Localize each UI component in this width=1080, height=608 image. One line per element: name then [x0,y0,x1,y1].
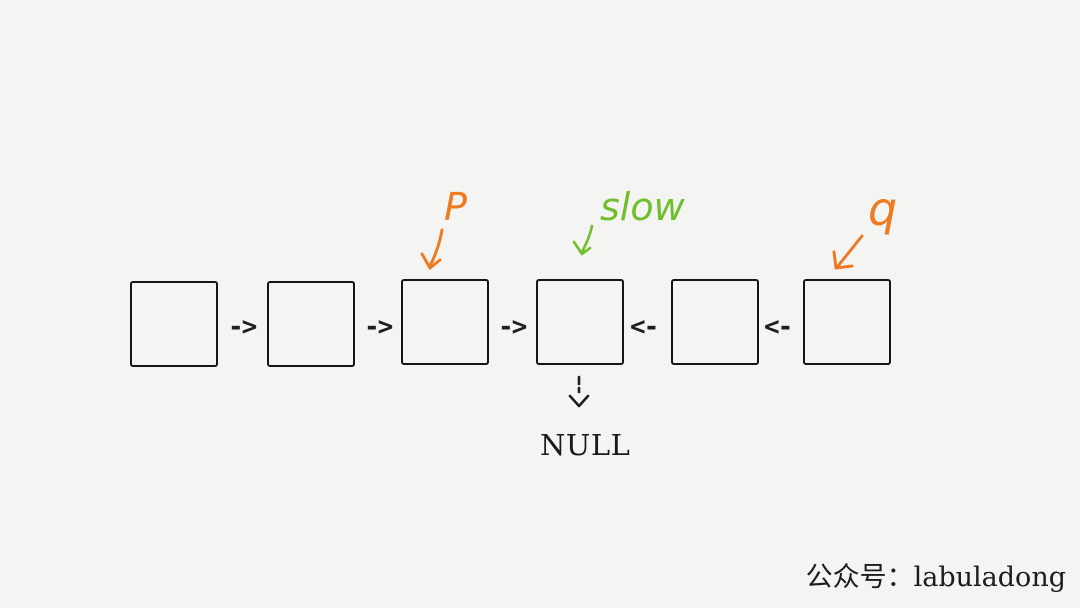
footer-watermark: 公众号：labuladong [805,562,1066,593]
pointer-p-label: P [444,185,467,229]
link-arrow-4: <- [630,312,659,342]
pointer-p-arrow-icon [420,228,444,270]
link-arrow-1: -> [228,312,257,342]
pointer-slow-label: slow [600,185,685,229]
list-node-4 [536,279,624,365]
list-node-2 [267,281,355,367]
list-node-1 [130,281,218,367]
list-node-5 [671,279,759,365]
down-arrow-icon [568,375,590,408]
link-arrow-3: -> [498,312,527,342]
pointer-q-arrow-icon [832,234,864,270]
list-node-6 [803,279,891,365]
link-arrow-5: <- [764,312,793,342]
list-node-3 [401,279,489,365]
pointer-slow-arrow-icon [572,224,594,256]
link-arrow-2: -> [364,312,393,342]
null-label: NULL [540,428,631,462]
pointer-q-label: q [868,182,898,236]
